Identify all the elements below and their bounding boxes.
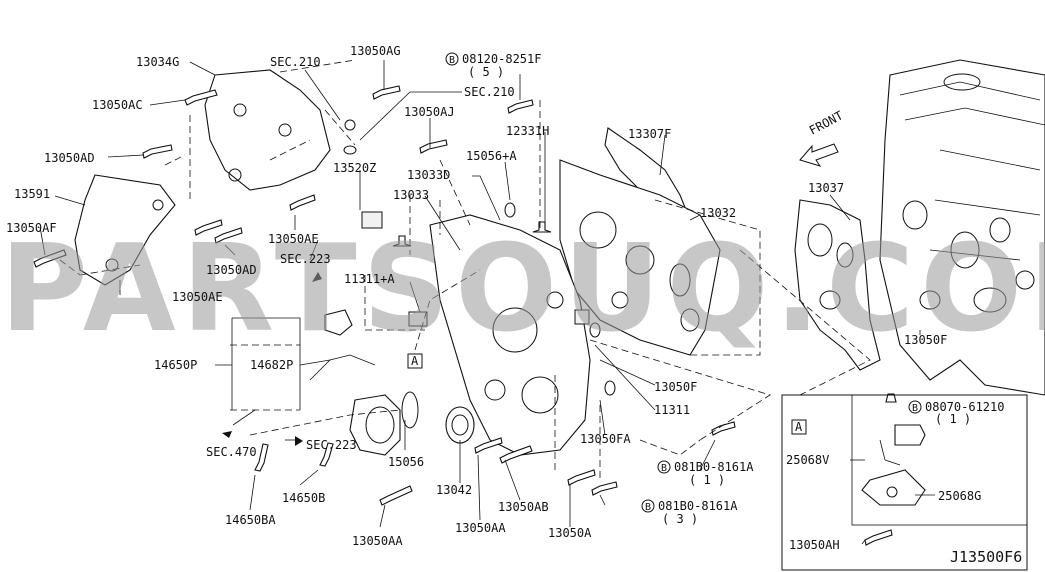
label-13520Z: 13520Z [333, 161, 376, 175]
inset-tag: A [795, 420, 803, 434]
callout-tag-box [407, 353, 423, 369]
label-13034G: 13034G [136, 55, 179, 69]
sensor-25068-drawing [861, 393, 926, 506]
svg-text:B: B [449, 55, 455, 66]
label-081B0-a: 081B0-8161A [674, 460, 754, 474]
svg-text:B: B [661, 463, 667, 474]
leader-lines [39, 60, 935, 545]
label-13050AE-1: 13050AE [268, 232, 319, 246]
label-11311: 11311 [654, 403, 690, 417]
label-sec223b: SEC.223 [306, 438, 357, 452]
label-08070: 08070-61210 [925, 400, 1004, 414]
label-13591: 13591 [14, 187, 50, 201]
o-ring-15056A-drawing [504, 202, 516, 218]
label-sec210b: SEC.210 [464, 85, 515, 99]
bolts-drawing [33, 85, 893, 546]
label-13050F-2: 13050F [654, 380, 697, 394]
label-15056A: 15056+A [466, 149, 517, 163]
gasket-13037-drawing [794, 199, 881, 371]
label-25068V: 25068V [786, 453, 829, 467]
svg-text:B: B [912, 403, 918, 414]
label-13050AA-1: 13050AA [352, 534, 403, 548]
part-labels: 13034G SEC.210 13050AG 08120-8251F ( 5 )… [6, 44, 1004, 552]
label-sec223a: SEC.223 [280, 252, 331, 266]
arrows [222, 143, 839, 446]
label-13050AC: 13050AC [92, 98, 143, 112]
label-13050F-1: 13050F [904, 333, 947, 347]
label-13050AJ: 13050AJ [404, 105, 455, 119]
label-14650P: 14650P [154, 358, 197, 372]
rear-plate-13032-drawing [559, 159, 721, 356]
label-25068G: 25068G [938, 489, 981, 503]
label-sec210a: SEC.210 [270, 55, 321, 69]
circled-b-markers: B B B B [445, 52, 922, 513]
label-081B0-a-qty: ( 1 ) [689, 473, 725, 487]
oil-seal-13042-drawing [445, 406, 475, 444]
label-front: FRONT [807, 108, 845, 137]
label-12331H: 12331H [506, 124, 549, 138]
label-13033D: 13033D [407, 168, 450, 182]
label-13050AE-2: 13050AE [172, 290, 223, 304]
label-13050AH: 13050AH [789, 538, 840, 552]
assembly-lines [59, 59, 871, 480]
label-13050AA-2: 13050AA [455, 521, 506, 535]
svg-text:B: B [645, 502, 651, 513]
label-13050AF: 13050AF [6, 221, 57, 235]
engine-block-drawing [879, 59, 1045, 396]
label-14682P: 14682P [250, 358, 293, 372]
gasket-11311A-drawing [408, 311, 428, 327]
label-14650B: 14650B [282, 491, 325, 505]
label-15056: 15056 [388, 455, 424, 469]
label-13050FA: 13050FA [580, 432, 631, 446]
label-08070-qty: ( 1 ) [935, 412, 971, 426]
diagram-code: J13500F6 [950, 548, 1022, 566]
inset-tag-box [791, 419, 807, 435]
label-13050AD-2: 13050AD [206, 263, 257, 277]
label-sec470: SEC.470 [206, 445, 257, 459]
label-081B0-b-qty: ( 3 ) [662, 512, 698, 526]
label-13033: 13033 [393, 188, 429, 202]
watermark: PARTSOUQ.COM [0, 220, 1045, 359]
label-081B0-b: 081B0-8161A [658, 499, 738, 513]
label-08120-qty: ( 5 ) [468, 65, 504, 79]
gasket-13520Z-drawing [361, 211, 383, 229]
label-13050A: 13050A [548, 526, 592, 540]
label-13032: 13032 [700, 206, 736, 220]
label-08120: 08120-8251F [462, 52, 541, 66]
upper-cover-13034G-drawing [204, 69, 331, 191]
label-11311A: 11311+A [344, 272, 395, 286]
label-13307F: 13307F [628, 127, 671, 141]
label-13042: 13042 [436, 483, 472, 497]
label-13037: 13037 [808, 181, 844, 195]
callout-tag: A [411, 354, 419, 368]
label-13050AD-1: 13050AD [44, 151, 95, 165]
label-14650BA: 14650BA [225, 513, 276, 527]
label-13050AG: 13050AG [350, 44, 401, 58]
cover-13591-drawing [74, 174, 176, 286]
label-13050AB: 13050AB [498, 500, 549, 514]
water-pump-drawing [309, 309, 419, 456]
front-cover-drawing [429, 214, 591, 456]
